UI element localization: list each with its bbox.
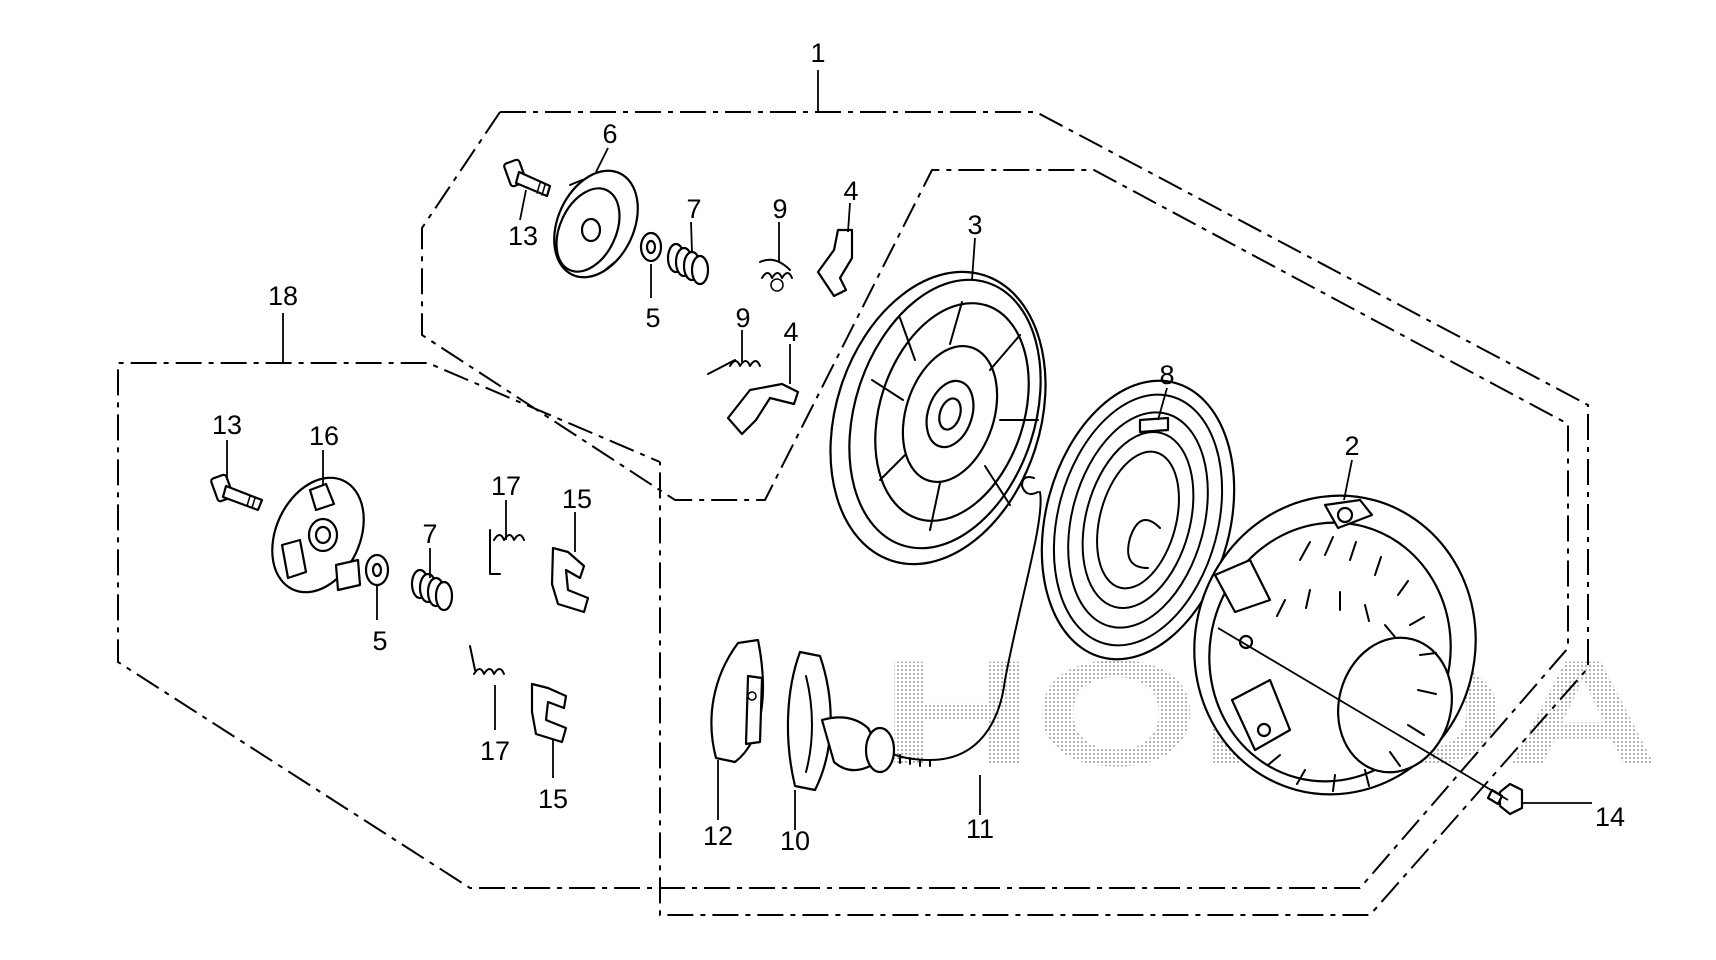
pawl-15-lower	[530, 682, 568, 744]
callout-15-upper: 15	[562, 484, 592, 514]
spiral-spring-8	[1040, 379, 1236, 661]
callout-7-lower: 7	[422, 519, 437, 549]
callout-2: 2	[1344, 431, 1359, 461]
callout-9-upper: 9	[772, 194, 787, 224]
assembly-1-boundary	[500, 111, 1589, 916]
spring-9-lower	[707, 359, 761, 375]
callout-16: 16	[309, 421, 339, 451]
ratchet-6	[553, 169, 639, 279]
callout-1: 1	[810, 38, 825, 68]
pawl-kit-boundary	[117, 111, 1569, 889]
pawl-15-upper	[550, 546, 590, 614]
bolt-14	[1217, 627, 1524, 816]
callout-14: 14	[1595, 802, 1625, 832]
starter-grip-10	[786, 650, 896, 792]
spring-17-upper	[489, 529, 525, 575]
pawl-4-upper	[816, 228, 854, 298]
callout-7-upper: 7	[686, 194, 701, 224]
callout-3: 3	[967, 210, 982, 240]
callout-12: 12	[703, 821, 733, 851]
callout-17-upper: 17	[491, 471, 521, 501]
callout-leaders	[226, 147, 1592, 830]
callout-10: 10	[780, 826, 810, 856]
callout-5-lower: 5	[372, 626, 387, 656]
spring-17-lower	[469, 645, 505, 675]
callout-9-lower: 9	[735, 303, 750, 333]
callout-4-lower: 4	[783, 317, 798, 347]
spring-9-upper	[759, 258, 793, 292]
grip-cover-12	[710, 638, 765, 764]
ratchet-16	[271, 476, 365, 594]
callout-8: 8	[1159, 360, 1174, 390]
callout-5-upper: 5	[645, 303, 660, 333]
callout-13-upper: 13	[508, 221, 538, 251]
spring-7-upper	[666, 242, 710, 286]
spring-7-lower	[410, 568, 454, 612]
callout-11: 11	[966, 814, 994, 844]
bolt-13-upper	[503, 158, 552, 198]
callout-4-upper: 4	[843, 176, 858, 206]
reel-3	[829, 270, 1047, 566]
bolt-13-lower	[210, 473, 264, 512]
callout-13-lower: 13	[212, 410, 242, 440]
starter-housing-2	[1193, 494, 1477, 796]
starter-rope-11	[889, 491, 1042, 761]
pawl-4-lower	[726, 382, 800, 436]
callout-6: 6	[602, 119, 617, 149]
callout-17-lower: 17	[480, 736, 510, 766]
callout-labels: 1 2 3 4 4 5 5 6 7 7 8 9 9 10 11 12 13 13…	[212, 38, 1625, 856]
callout-18: 18	[268, 281, 298, 311]
callout-15-lower: 15	[538, 784, 568, 814]
